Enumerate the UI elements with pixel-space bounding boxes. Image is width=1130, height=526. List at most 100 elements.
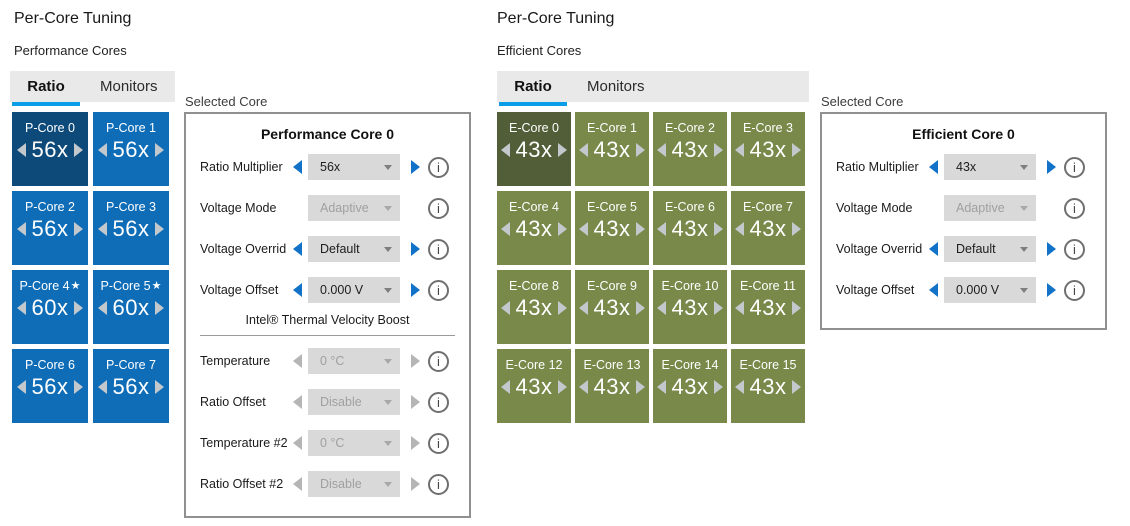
increase-ratio-arrow-icon[interactable] (714, 380, 724, 394)
dropdown-ratio-multiplier[interactable]: 43x (944, 154, 1036, 180)
decrease-ratio-arrow-icon[interactable] (734, 143, 744, 157)
decrease-arrow-icon[interactable] (929, 160, 938, 174)
info-icon[interactable] (428, 473, 449, 495)
dropdown-voltage-overrid[interactable]: Default (308, 236, 400, 262)
decrease-ratio-arrow-icon[interactable] (656, 301, 666, 315)
info-icon[interactable] (1064, 197, 1085, 219)
info-icon[interactable] (1064, 156, 1085, 178)
info-icon[interactable] (428, 432, 449, 454)
decrease-ratio-arrow-icon[interactable] (97, 301, 107, 316)
decrease-arrow-icon[interactable] (293, 283, 302, 297)
decrease-arrow-icon[interactable] (293, 242, 302, 256)
tab-ratio-performance[interactable]: Ratio (12, 71, 80, 106)
decrease-ratio-arrow-icon[interactable] (500, 380, 510, 394)
decrease-ratio-arrow-icon[interactable] (734, 301, 744, 315)
decrease-ratio-arrow-icon[interactable] (97, 143, 107, 157)
dropdown-ratio-multiplier[interactable]: 56x (308, 154, 400, 180)
increase-ratio-arrow-icon[interactable] (558, 301, 568, 315)
tab-ratio-efficient[interactable]: Ratio (499, 71, 567, 106)
info-icon[interactable] (428, 279, 449, 301)
increase-ratio-arrow-icon[interactable] (792, 222, 802, 236)
increase-ratio-arrow-icon[interactable] (792, 143, 802, 157)
tab-monitors-performance[interactable]: Monitors (90, 71, 168, 102)
decrease-ratio-arrow-icon[interactable] (16, 380, 26, 394)
info-icon[interactable] (428, 156, 449, 178)
decrease-ratio-arrow-icon[interactable] (656, 143, 666, 157)
increase-ratio-arrow-icon[interactable] (714, 143, 724, 157)
decrease-ratio-arrow-icon[interactable] (97, 222, 107, 236)
core-tile-p-core-4[interactable]: P-Core 4★60x (12, 270, 88, 344)
increase-ratio-arrow-icon[interactable] (74, 301, 84, 316)
decrease-ratio-arrow-icon[interactable] (97, 380, 107, 394)
increase-ratio-arrow-icon[interactable] (74, 143, 84, 157)
increase-ratio-arrow-icon[interactable] (558, 380, 568, 394)
increase-ratio-arrow-icon[interactable] (558, 222, 568, 236)
increase-arrow-icon[interactable] (1047, 160, 1056, 174)
increase-arrow-icon[interactable] (411, 283, 420, 297)
increase-ratio-arrow-icon[interactable] (636, 301, 646, 315)
decrease-arrow-icon[interactable] (293, 160, 302, 174)
increase-ratio-arrow-icon[interactable] (74, 380, 84, 394)
decrease-ratio-arrow-icon[interactable] (500, 143, 510, 157)
dropdown-voltage-offset[interactable]: 0.000 V (944, 277, 1036, 303)
decrease-ratio-arrow-icon[interactable] (656, 222, 666, 236)
increase-ratio-arrow-icon[interactable] (636, 222, 646, 236)
increase-ratio-arrow-icon[interactable] (636, 143, 646, 157)
info-icon[interactable] (428, 391, 449, 413)
info-icon[interactable] (428, 197, 449, 219)
decrease-ratio-arrow-icon[interactable] (578, 301, 588, 315)
info-icon[interactable] (1064, 238, 1085, 260)
increase-ratio-arrow-icon[interactable] (155, 301, 165, 316)
increase-ratio-arrow-icon[interactable] (792, 301, 802, 315)
decrease-ratio-arrow-icon[interactable] (578, 143, 588, 157)
dropdown-voltage-offset[interactable]: 0.000 V (308, 277, 400, 303)
increase-ratio-arrow-icon[interactable] (74, 222, 84, 236)
info-icon[interactable] (428, 238, 449, 260)
increase-ratio-arrow-icon[interactable] (714, 222, 724, 236)
tab-monitors-efficient[interactable]: Monitors (577, 71, 655, 102)
increase-arrow-icon[interactable] (1047, 242, 1056, 256)
increase-arrow-icon[interactable] (1047, 283, 1056, 297)
increase-arrow-icon[interactable] (411, 160, 420, 174)
decrease-ratio-arrow-icon[interactable] (16, 222, 26, 236)
decrease-arrow-icon[interactable] (929, 283, 938, 297)
decrease-ratio-arrow-icon[interactable] (500, 301, 510, 315)
increase-ratio-arrow-icon[interactable] (714, 301, 724, 315)
increase-ratio-arrow-icon[interactable] (155, 143, 165, 157)
info-icon[interactable] (1064, 279, 1085, 301)
decrease-ratio-arrow-icon[interactable] (734, 222, 744, 236)
decrease-ratio-arrow-icon[interactable] (16, 301, 26, 316)
increase-ratio-arrow-icon[interactable] (636, 380, 646, 394)
decrease-ratio-arrow-icon[interactable] (734, 380, 744, 394)
decrease-ratio-arrow-icon[interactable] (578, 222, 588, 236)
core-tile-p-core-5[interactable]: P-Core 5★60x (93, 270, 169, 344)
decrease-ratio-arrow-icon[interactable] (578, 380, 588, 394)
decrease-ratio-arrow-icon[interactable] (16, 143, 26, 157)
dropdown-voltage-overrid[interactable]: Default (944, 236, 1036, 262)
decrease-ratio-arrow-icon[interactable] (500, 222, 510, 236)
decrease-ratio-arrow-icon[interactable] (656, 380, 666, 394)
increase-ratio-arrow-icon[interactable] (155, 222, 165, 236)
increase-arrow-icon[interactable] (411, 242, 420, 256)
